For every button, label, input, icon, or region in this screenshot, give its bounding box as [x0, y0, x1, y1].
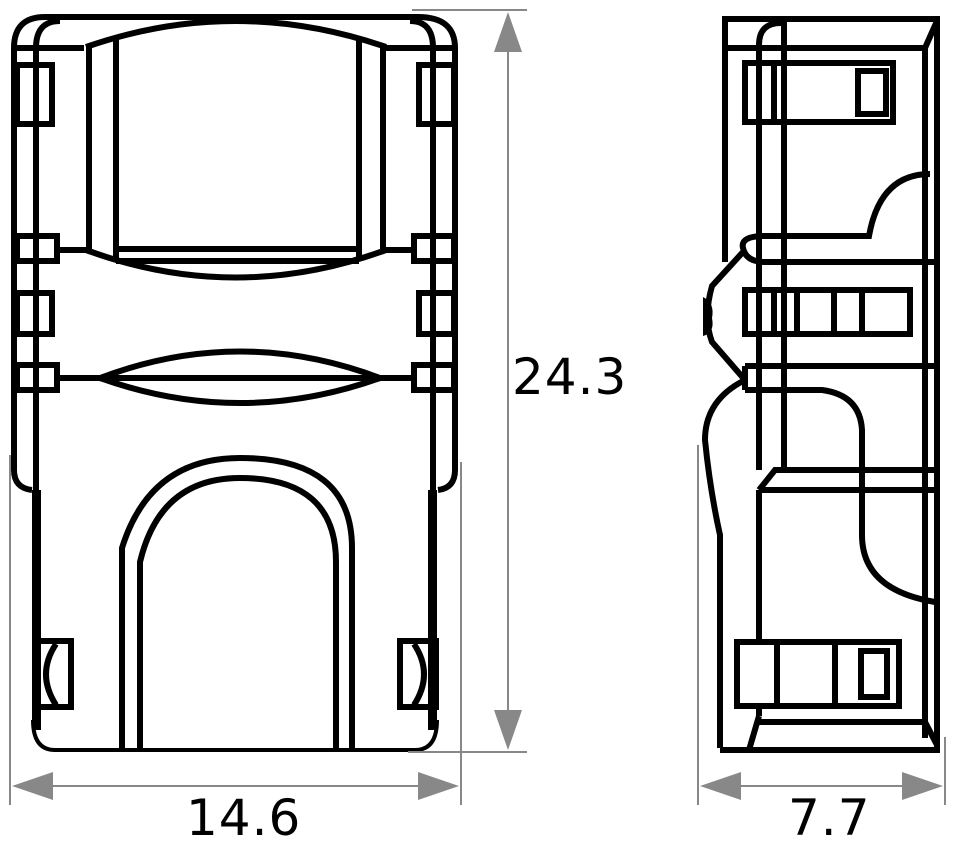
front-height-label: 24.3 — [512, 348, 628, 406]
front-height-dimension — [412, 9, 527, 753]
front-width-label: 14.6 — [186, 789, 302, 847]
front-width-dimension — [9, 455, 480, 805]
front-view — [11, 14, 458, 752]
side-depth-label: 7.7 — [788, 789, 871, 847]
side-view — [701, 16, 940, 753]
side-depth-dimension — [697, 445, 946, 805]
